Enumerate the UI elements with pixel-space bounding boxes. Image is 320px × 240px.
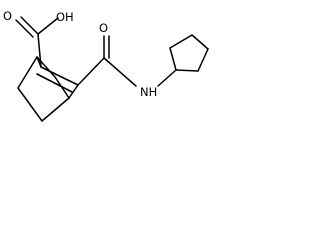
bond-c2-cacid	[37, 33, 42, 68]
bond-camide-n	[103, 57, 137, 87]
bond-c2-c3	[40, 66, 79, 86]
bond-cacid-o	[20, 16, 39, 35]
carboxylic-acid-group: OH O	[3, 9, 74, 68]
bond-cp1-cp2	[169, 47, 177, 71]
bicyclic-core	[17, 56, 79, 122]
bond-cacid-oh	[37, 17, 59, 35]
bond-c5-c6	[17, 87, 43, 122]
label-amide-nh: NH	[140, 85, 157, 99]
label-amide-carbonyl-o: O	[99, 21, 108, 35]
amide-group: O NH	[77, 21, 157, 99]
bond-cp4-cp5	[197, 48, 209, 72]
bond-cp2-cp3	[169, 34, 193, 49]
bond-c2-c3-double	[36, 73, 73, 93]
label-acid-carbonyl-o: O	[3, 9, 12, 23]
bond-c3-camide	[77, 57, 105, 86]
bond-cp5-cp1	[175, 69, 199, 72]
bond-c1-c6	[17, 56, 38, 89]
bond-n-cyclopentyl	[157, 69, 177, 87]
bond-c5-c4	[41, 97, 70, 122]
cyclopentyl-group	[157, 34, 209, 87]
structure-diagram: OH O O NH	[3, 9, 209, 122]
bond-cacid-o-double	[15, 19, 34, 38]
bond-cp3-cp4	[191, 34, 209, 50]
label-carboxylic-oh: OH	[56, 10, 74, 24]
bond-c4-c3	[68, 84, 79, 99]
